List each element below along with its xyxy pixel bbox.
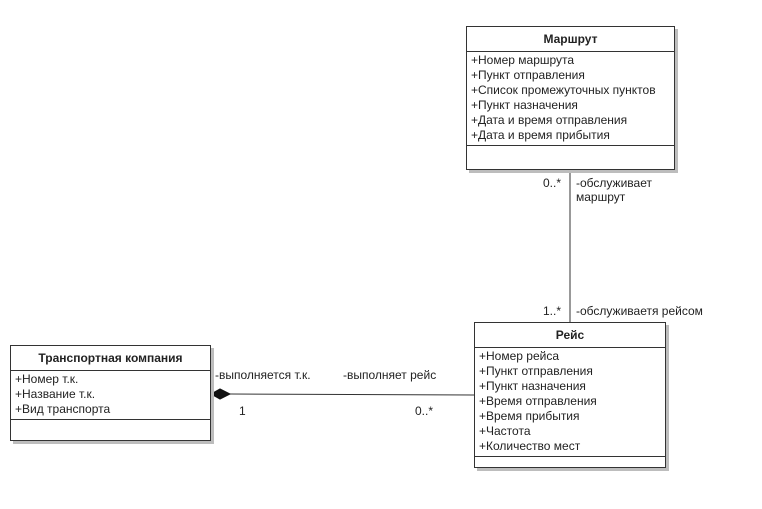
attribute: +Дата и время прибытия — [471, 128, 610, 142]
class-trip[interactable]: Рейс +Номер рейса +Пункт отправления +Пу… — [474, 322, 666, 468]
attribute: +Количество мест — [479, 439, 581, 453]
trip-end-role-composition: -выполняет рейс — [343, 368, 437, 382]
attribute: +Вид транспорта — [15, 402, 111, 416]
class-route-name: Маршрут — [467, 27, 674, 52]
attribute: +Дата и время отправления — [471, 113, 628, 127]
attribute: +Время прибытия — [479, 409, 580, 423]
class-company-operations — [11, 420, 210, 440]
trip-end-role: -обслуживаетя рейсом — [576, 304, 703, 318]
class-trip-attributes: +Номер рейса +Пункт отправления +Пункт н… — [475, 348, 665, 457]
company-end-multiplicity: 1 — [239, 404, 246, 418]
route-end-multiplicity: 0..* — [543, 176, 562, 190]
attribute: +Название т.к. — [15, 387, 96, 401]
class-company-attributes: +Номер т.к. +Название т.к. +Вид транспор… — [11, 371, 210, 420]
route-end-role-line2: маршрут — [576, 190, 626, 204]
composition-diamond-icon — [209, 388, 232, 400]
class-route-operations — [467, 146, 674, 166]
company-end-role: -выполняется т.к. — [215, 368, 311, 382]
attribute: +Пункт отправления — [479, 364, 593, 378]
attribute: +Время отправления — [479, 394, 597, 408]
attribute: +Номер маршрута — [471, 53, 575, 67]
attribute: +Частота — [479, 424, 531, 438]
class-route-attributes: +Номер маршрута +Пункт отправления +Спис… — [467, 52, 674, 146]
trip-end-multiplicity: 1..* — [543, 304, 562, 318]
route-end-role-line1: -обслуживает — [576, 176, 652, 190]
trip-end-multiplicity-composition: 0..* — [415, 404, 434, 418]
attribute: +Пункт назначения — [471, 98, 578, 112]
attribute: +Пункт отправления — [471, 68, 585, 82]
class-trip-operations — [475, 457, 665, 465]
attribute: +Список промежуточных пунктов — [471, 83, 656, 97]
class-company-name: Транспортная компания — [11, 346, 210, 371]
class-trip-name: Рейс — [475, 323, 665, 348]
attribute: +Пункт назначения — [479, 379, 586, 393]
class-transport-company[interactable]: Транспортная компания +Номер т.к. +Назва… — [10, 345, 211, 441]
company-trip-composition-line[interactable] — [229, 393, 475, 396]
attribute: +Номер т.к. — [15, 372, 79, 386]
class-route[interactable]: Маршрут +Номер маршрута +Пункт отправлен… — [466, 26, 675, 170]
attribute: +Номер рейса — [479, 349, 560, 363]
